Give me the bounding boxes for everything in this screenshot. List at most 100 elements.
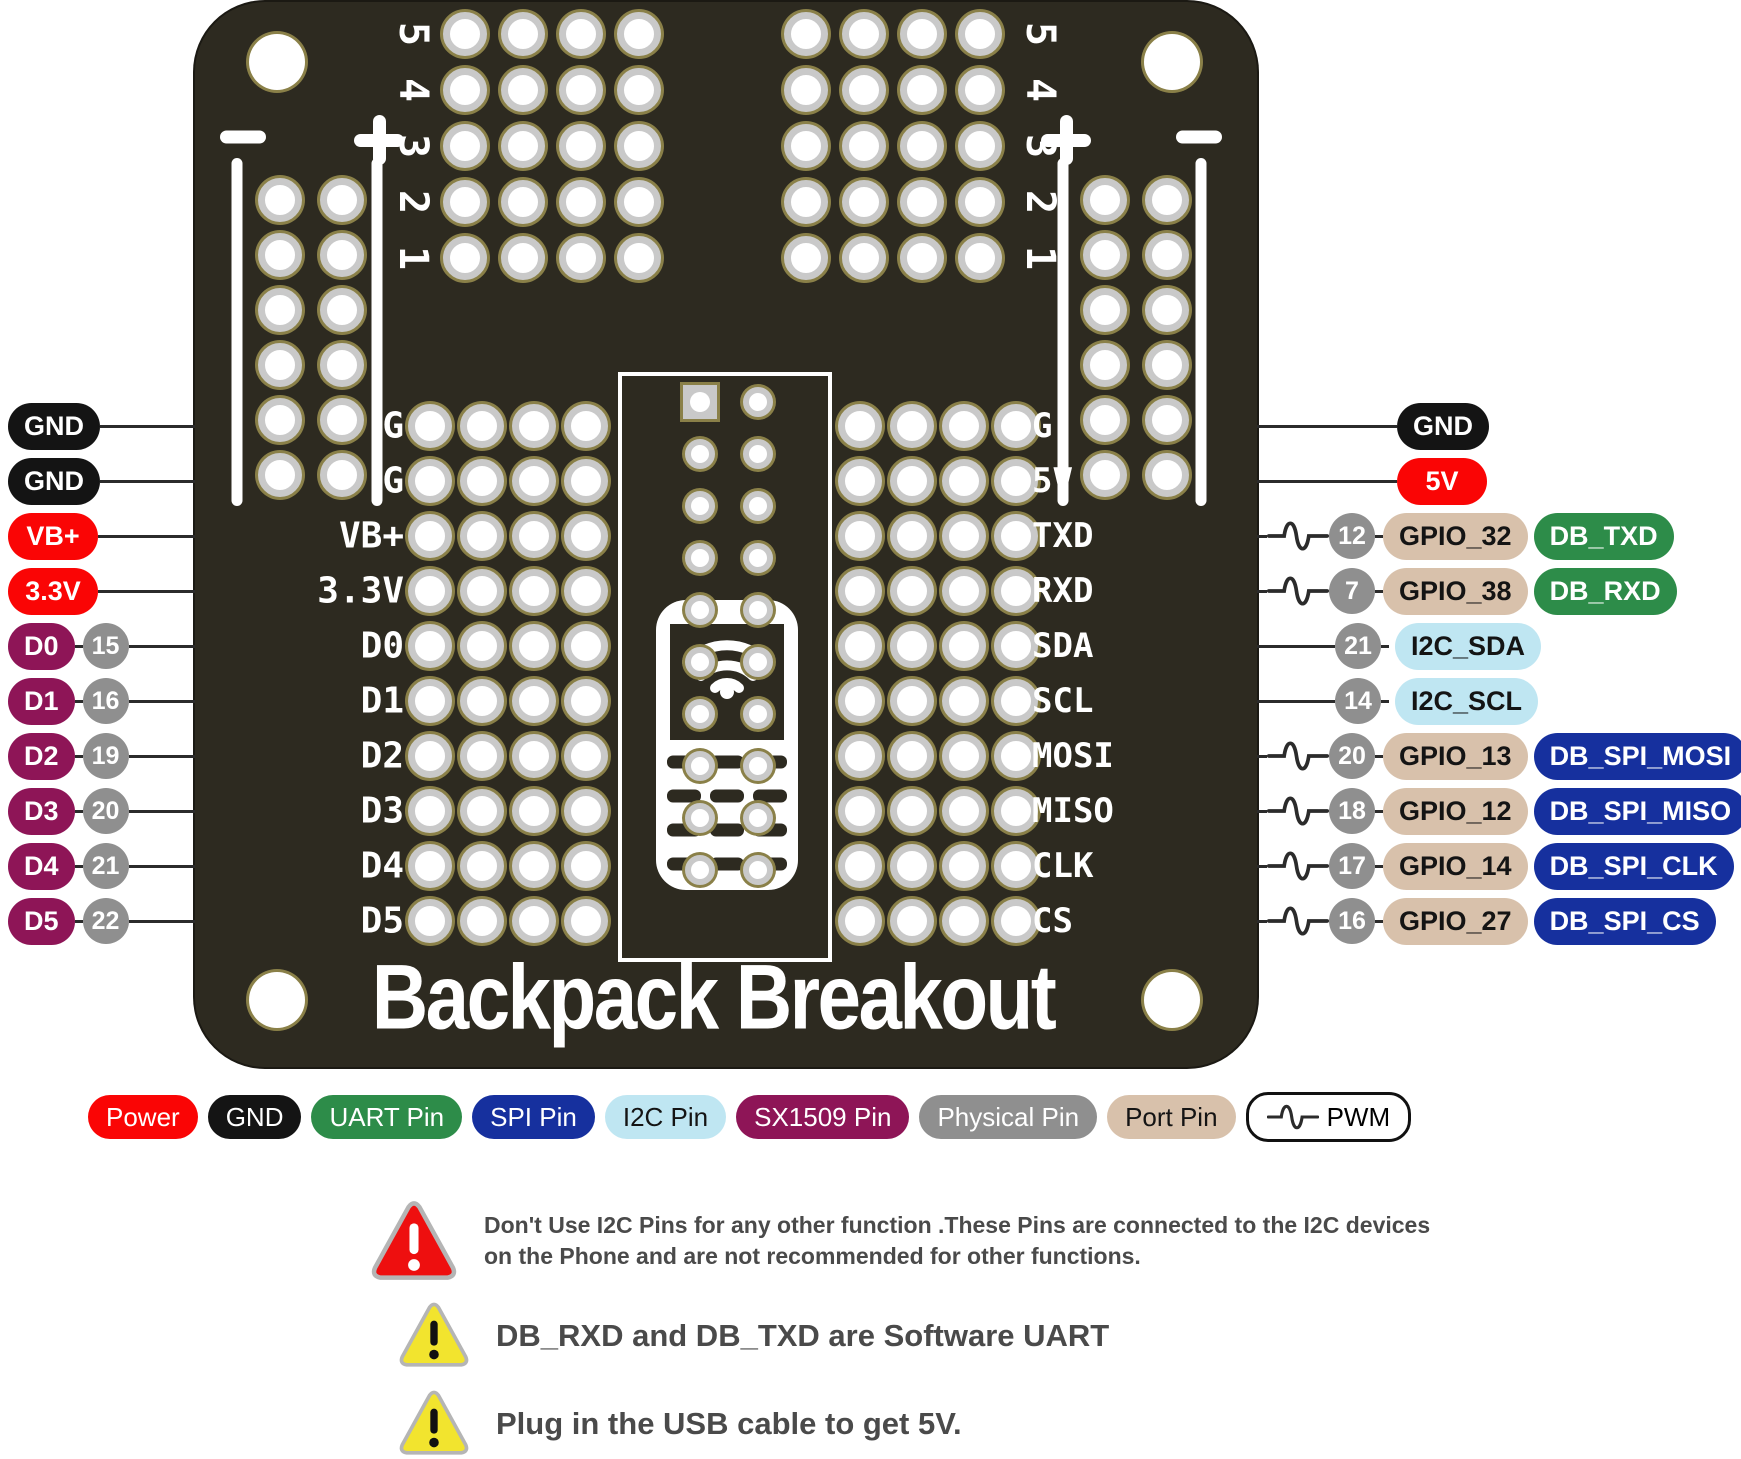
phone-key	[710, 789, 744, 803]
proto-pad	[784, 124, 828, 168]
proto-pad	[501, 12, 545, 56]
solder-pad	[838, 514, 882, 558]
wire	[1257, 809, 1267, 813]
rail-pad	[258, 343, 302, 387]
board-label-right: CLK	[1032, 846, 1094, 886]
pwm-icon	[1267, 521, 1329, 551]
module-pad	[743, 387, 773, 417]
solder-pad	[890, 844, 934, 888]
phone-key	[710, 755, 744, 769]
physical-pin-badge: 16	[1329, 898, 1375, 944]
solder-pad	[890, 404, 934, 448]
solder-pad	[564, 844, 608, 888]
board-label-right: RXD	[1032, 571, 1094, 611]
wire	[100, 424, 195, 428]
pwm-wrap	[1267, 571, 1329, 611]
legend-item-port: Port Pin	[1107, 1095, 1236, 1139]
solder-pad	[512, 899, 556, 943]
solder-pad	[942, 679, 986, 723]
pin-label-D3: D3	[8, 787, 75, 835]
pwm-icon	[1267, 796, 1329, 826]
proto-pad	[900, 180, 944, 224]
solder-pad	[564, 899, 608, 943]
warning-line: Don't Use I2C Pins for any other functio…	[484, 1212, 1431, 1238]
pin-label-D4: D4	[8, 842, 75, 890]
solder-pad	[564, 734, 608, 778]
solder-pad	[890, 514, 934, 558]
solder-pad	[408, 404, 452, 448]
solder-pad	[564, 514, 608, 558]
proto-pad	[443, 12, 487, 56]
rail-pad	[1145, 288, 1189, 332]
solder-pad	[838, 734, 882, 778]
grid-number: 2	[390, 189, 436, 215]
proto-pad	[501, 236, 545, 280]
solder-pad	[942, 734, 986, 778]
proto-pad	[559, 124, 603, 168]
rail-pad	[1145, 398, 1189, 442]
physical-pin-badge: 19	[82, 733, 129, 779]
board-label-left: G	[382, 460, 404, 502]
rail-pad	[1083, 398, 1127, 442]
legend-item-gnd: GND	[207, 1095, 302, 1139]
solder-pad	[564, 789, 608, 833]
solder-pad	[512, 624, 556, 668]
physical-pin-badge: 12	[1329, 513, 1375, 559]
connector-dash	[1375, 589, 1383, 593]
solder-pad	[408, 679, 452, 723]
module-pad	[743, 699, 773, 729]
proto-pad	[501, 180, 545, 224]
pin-label-GPIO_32: GPIO_32	[1383, 512, 1528, 560]
grid-number: 5	[1017, 21, 1063, 47]
solder-pad	[890, 624, 934, 668]
pin-label-D0: D0	[8, 622, 75, 670]
pin-label-D1: D1	[8, 677, 75, 725]
solder-pad	[460, 679, 504, 723]
wire	[1257, 479, 1397, 483]
wire	[1257, 754, 1267, 758]
rail-pad	[1083, 288, 1127, 332]
proto-pad	[443, 236, 487, 280]
rail-pad	[1083, 233, 1127, 277]
solder-pad	[460, 624, 504, 668]
solder-pad	[838, 459, 882, 503]
module-pad	[685, 855, 715, 885]
solder-pad	[408, 789, 452, 833]
connector-dash	[1375, 754, 1383, 758]
solder-pad	[460, 514, 504, 558]
legend-item-uart: UART Pin	[311, 1095, 463, 1139]
solder-pad	[838, 844, 882, 888]
rail-pad	[1145, 233, 1189, 277]
proto-pad	[559, 180, 603, 224]
solder-pad	[408, 844, 452, 888]
grid-number: 4	[390, 77, 436, 103]
proto-pad	[443, 68, 487, 112]
wire	[1257, 919, 1267, 923]
phone-key	[667, 789, 701, 803]
rail-line	[1057, 158, 1069, 506]
module-pad	[685, 803, 715, 833]
polarity-mark-minus	[1176, 130, 1222, 144]
physical-pin-badge: 7	[1329, 568, 1375, 614]
rail-pad	[1083, 178, 1127, 222]
pin-label-GND: GND	[8, 457, 100, 505]
rail-pad	[258, 233, 302, 277]
connector-dash	[1375, 864, 1383, 868]
pwm-wrap	[1267, 736, 1329, 776]
proto-pad	[559, 68, 603, 112]
solder-pad	[838, 899, 882, 943]
wire	[128, 644, 195, 648]
proto-pad	[617, 236, 661, 280]
board-label-left: G	[382, 405, 404, 447]
board-label-left: D2	[360, 735, 404, 777]
solder-pad	[994, 514, 1038, 558]
solder-pad	[942, 624, 986, 668]
rail-pad	[320, 453, 364, 497]
connector-dash	[74, 919, 83, 923]
pwm-wrap	[1267, 846, 1329, 886]
